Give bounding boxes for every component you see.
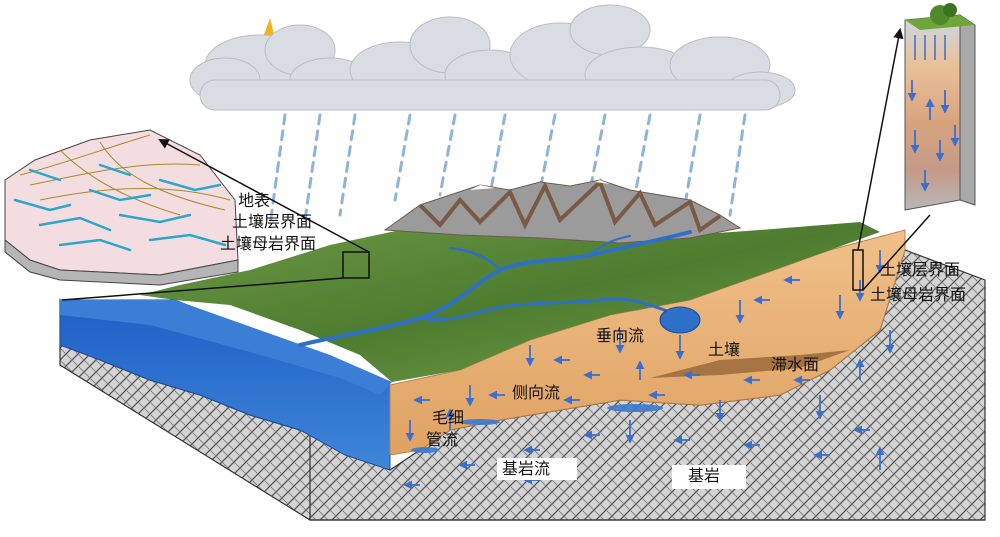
- lake: [659, 306, 701, 334]
- clouds: [189, 4, 796, 111]
- perched-water-lens: [650, 350, 850, 378]
- label-lateral-flow: 侧向流: [512, 383, 561, 402]
- label-capillary-flow-line2: 管流: [426, 430, 459, 449]
- mountains: [383, 178, 742, 244]
- label-soil-bedrock-interface-right: 土壤母岩界面: [870, 285, 967, 304]
- river: [298, 230, 692, 347]
- flow-arrows: [403, 250, 895, 490]
- label-bedrock: 基岩: [688, 466, 721, 485]
- label-vertical-flow: 垂向流: [596, 326, 645, 345]
- rain: [268, 113, 747, 227]
- label-soil-layer-interface-right: 土壤层界面: [880, 260, 961, 279]
- bedrock-flow-label-box: [497, 458, 577, 480]
- inset-connector-left: [61, 139, 370, 301]
- label-perched-water-table: 滞水面: [771, 355, 820, 374]
- groundwater-pools: [411, 404, 663, 453]
- inset-surface-block: [4, 129, 239, 286]
- label-soil-layer-interface-left: 土壤层界面: [232, 212, 313, 231]
- inset-soil-column: [904, 3, 976, 211]
- inset-connector-right: [852, 27, 931, 291]
- land-surface: [140, 222, 880, 382]
- label-soil-bedrock-interface-left: 土壤母岩界面: [220, 234, 317, 253]
- bedrock-label-box: [672, 465, 746, 489]
- label-capillary-flow-line1: 毛细: [432, 408, 465, 427]
- label-soil: 土壤: [708, 340, 741, 359]
- label-bedrock-flow: 基岩流: [502, 459, 551, 478]
- label-surface: 地表: [238, 191, 271, 210]
